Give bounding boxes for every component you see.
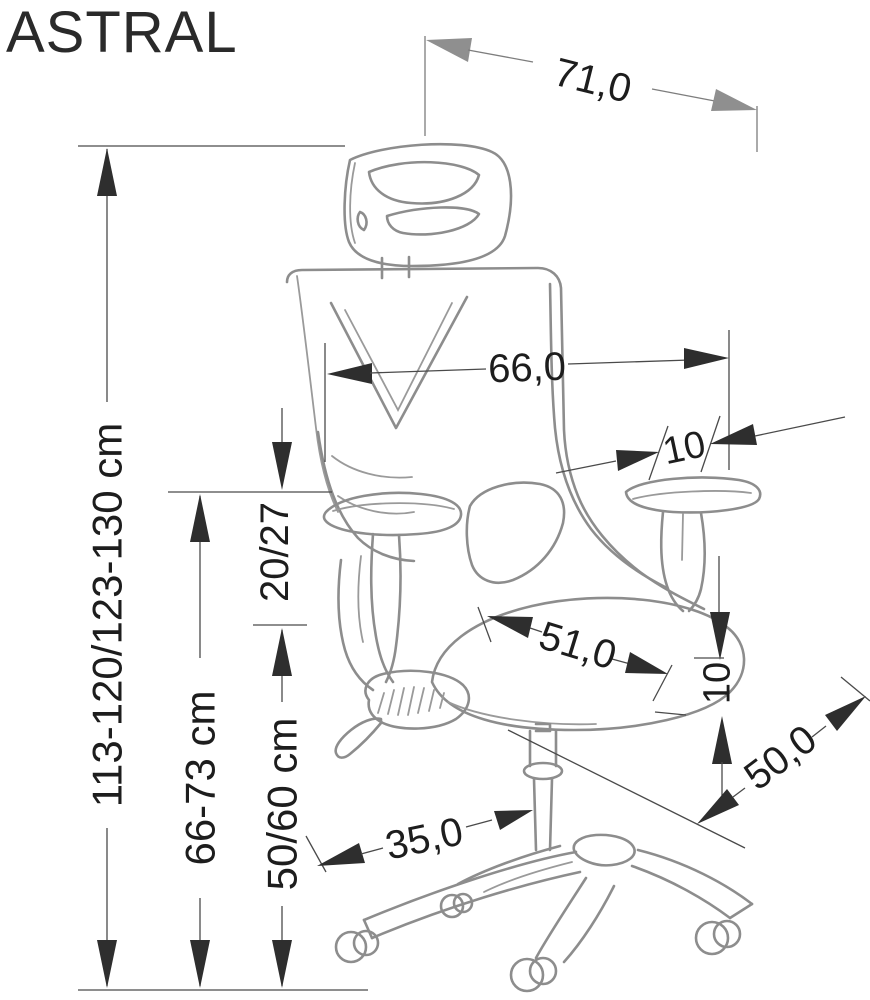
caster-wheel (528, 956, 558, 986)
arrowhead (825, 696, 866, 731)
dimension-seat-depth: 51,0 (477, 606, 673, 702)
arrowhead (487, 616, 533, 638)
product-title: ASTRAL (6, 0, 238, 65)
caster-wheel (452, 892, 474, 914)
arrowhead (684, 348, 729, 369)
dimension-armrest-height: 66-73 cm (168, 491, 332, 988)
arrowhead (494, 810, 533, 830)
backrest (285, 266, 706, 611)
arrowhead (97, 940, 117, 988)
arrowhead (190, 940, 210, 988)
arrowhead (710, 612, 730, 660)
base (362, 833, 754, 964)
dimension-seat-to-armrest: 20/27 (253, 408, 297, 602)
dimension-armrest-pad-width: 10 (555, 415, 846, 481)
armrest-right (624, 476, 762, 613)
dimension-seat-height: 50/60 cm (253, 624, 307, 988)
adjustment-lever (334, 717, 383, 759)
caster-wheel (712, 919, 742, 949)
dimension-back-width: 66,0 (324, 330, 730, 470)
armrest-left (322, 491, 463, 684)
dimension-label-seat-to-armrest: 20/27 (253, 502, 297, 602)
arrowhead (272, 442, 292, 490)
tilt-mechanism (334, 555, 471, 759)
dimension-label-cushion-thickness: 10 (696, 662, 738, 704)
arrowhead (711, 89, 757, 111)
caster-wheel (352, 929, 380, 957)
arrowhead (97, 148, 117, 196)
arrowhead (272, 940, 292, 988)
arrowhead (190, 494, 210, 542)
dimension-label-back-width: 66,0 (487, 345, 566, 392)
mesh-pattern (329, 295, 469, 430)
dimension-cushion-thickness: 10 (654, 556, 738, 798)
casters (334, 892, 742, 993)
dimension-label-armrest-pad-width: 10 (659, 423, 709, 473)
caster-wheel (334, 930, 368, 964)
seat (430, 596, 746, 732)
arrowhead (625, 652, 668, 674)
dimension-seat-width: 50,0 (507, 676, 870, 849)
dimension-overall-height: 113-120/123-130 cm (78, 145, 345, 988)
dimension-label-seat-height: 50/60 cm (259, 718, 306, 891)
arrowhead (317, 843, 365, 866)
dimension-label-depth: 71,0 (550, 50, 636, 112)
arrowhead (272, 628, 292, 676)
dimension-depth: 71,0 (424, 36, 758, 152)
dimension-label-base-radius: 35,0 (382, 809, 467, 868)
chair-drawing (285, 142, 762, 993)
frame-window (465, 481, 566, 585)
dimension-label-seat-width: 50,0 (736, 717, 825, 799)
arrowhead (426, 38, 472, 62)
dimension-label-seat-depth: 51,0 (534, 614, 621, 679)
arrowhead (327, 363, 372, 384)
arrowhead (712, 716, 732, 764)
dimension-label-armrest-height: 66-73 cm (177, 690, 224, 865)
arrowhead (616, 450, 659, 471)
caster-wheel (439, 893, 465, 919)
arrowhead (710, 424, 757, 445)
dimension-base-radius: 35,0 (305, 809, 533, 873)
dimension-label-overall-height: 113-120/123-130 cm (84, 423, 131, 807)
caster-wheel (694, 920, 730, 956)
gas-lift (522, 722, 564, 852)
arrowhead (697, 789, 739, 824)
caster-wheel (509, 957, 545, 993)
headrest (343, 142, 513, 280)
